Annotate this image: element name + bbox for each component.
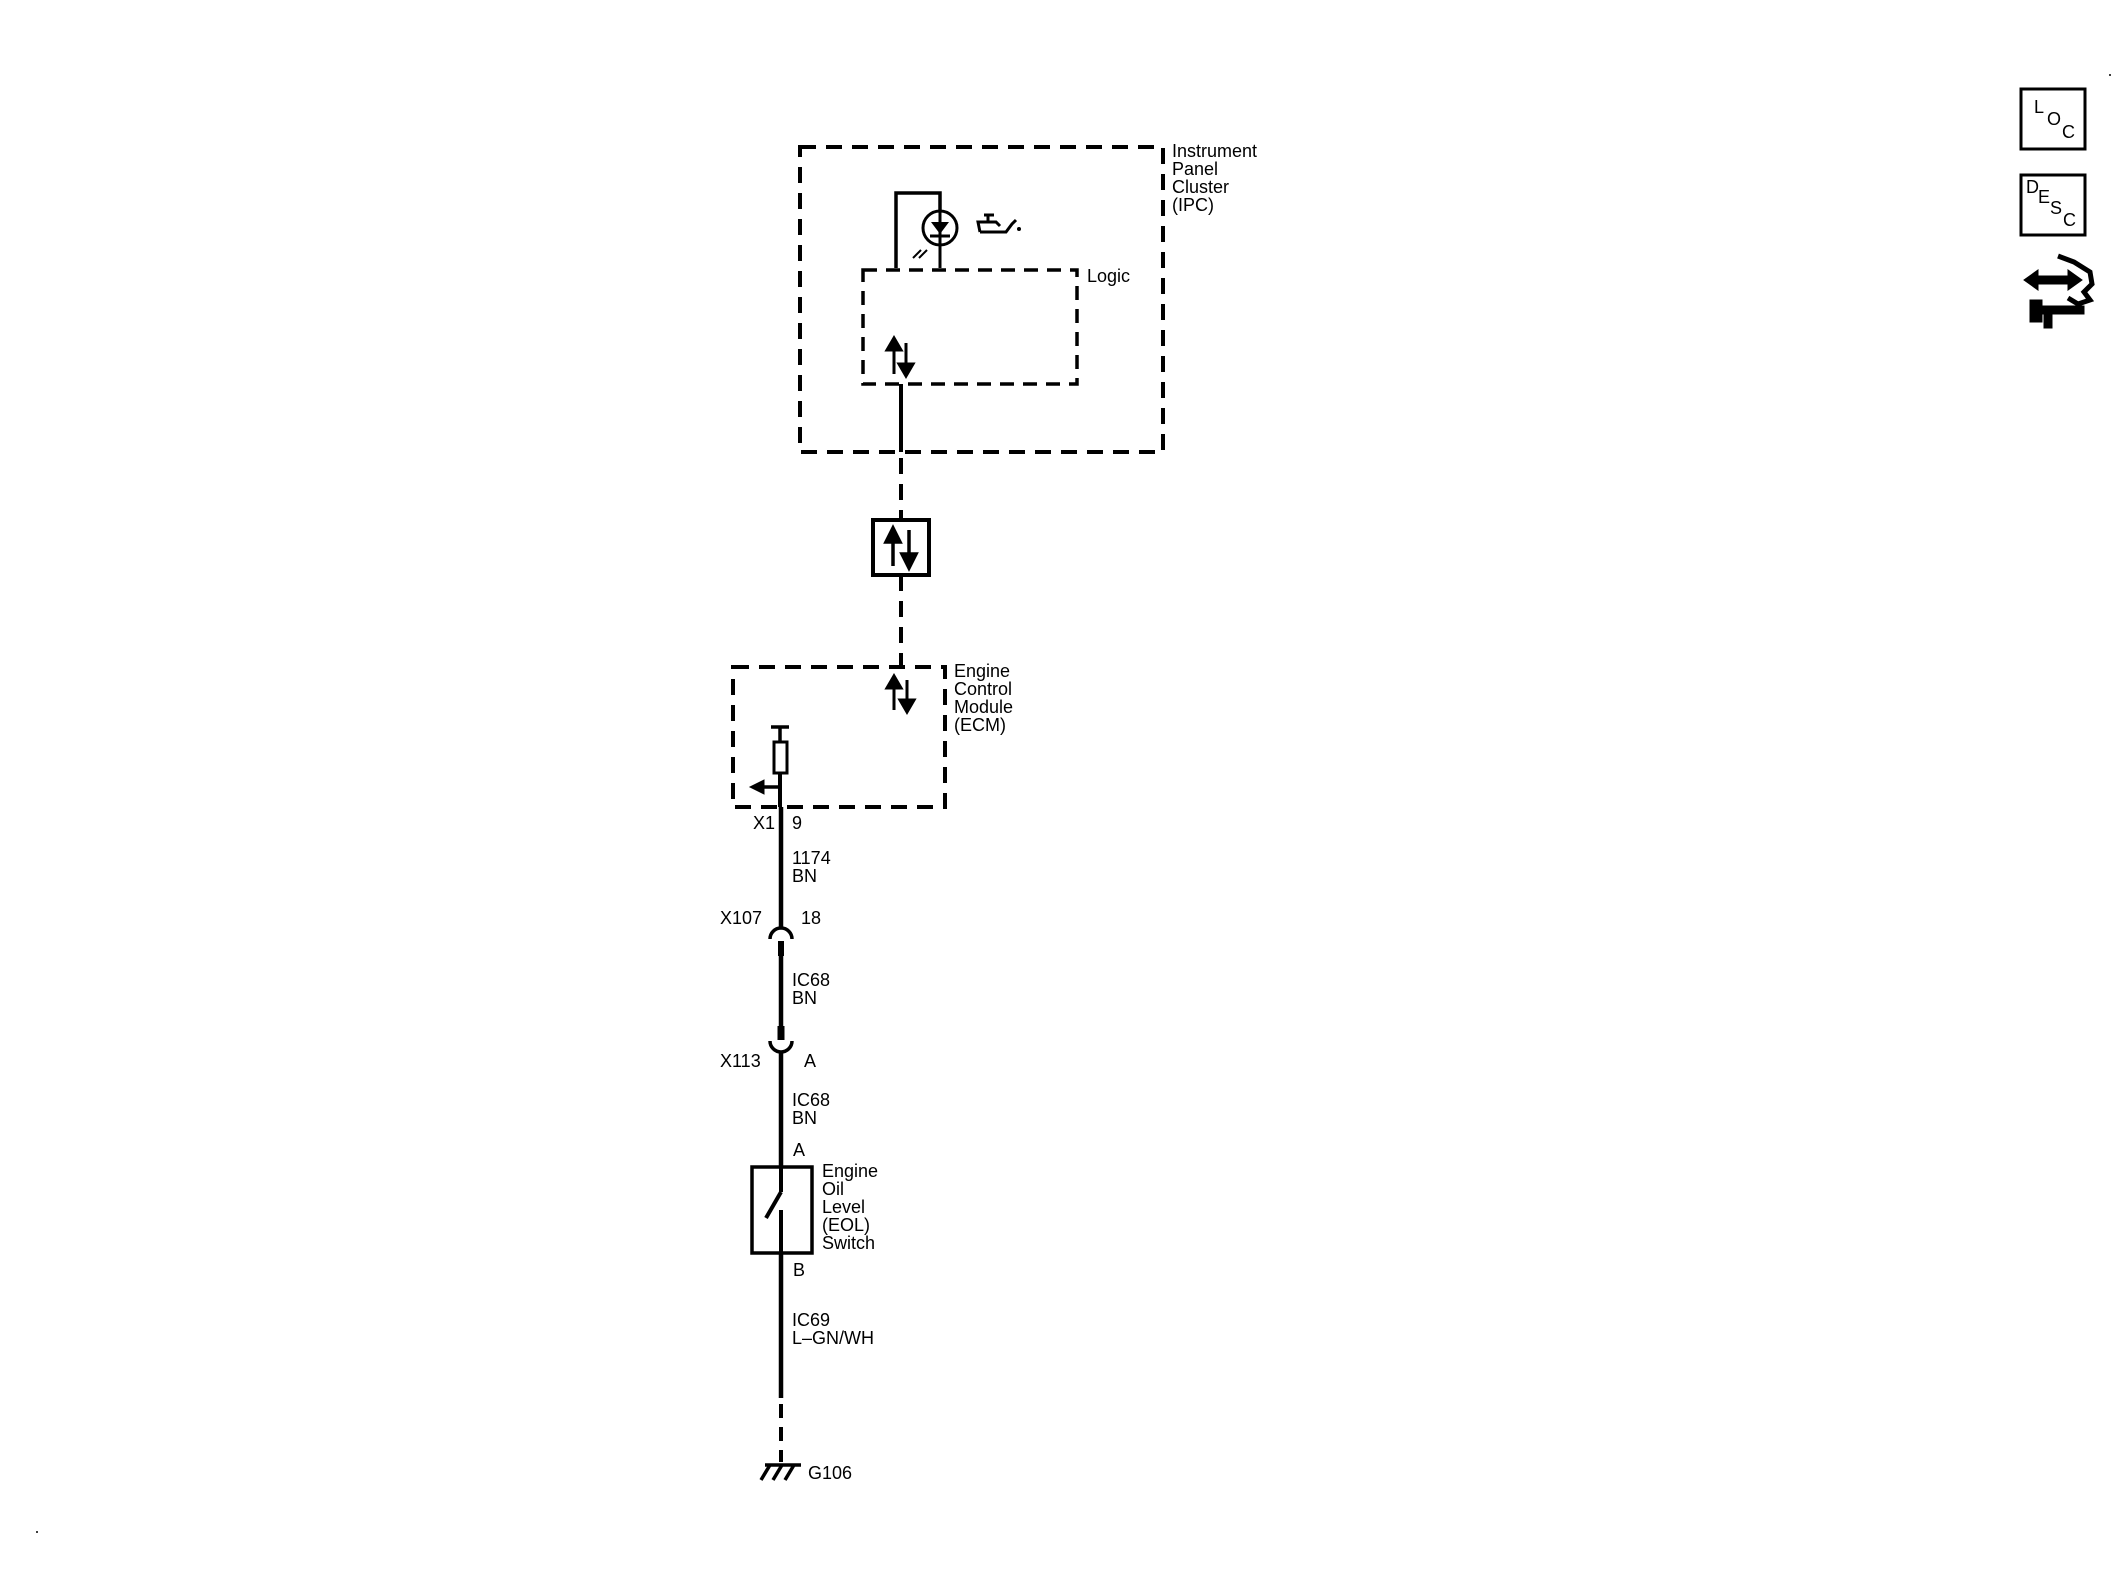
- desc-letter-3: S: [2050, 198, 2062, 218]
- ecm-pin-label: 9: [792, 813, 802, 833]
- loc-button[interactable]: L O C: [2019, 87, 2087, 151]
- desc-letter-4: C: [2063, 210, 2076, 230]
- ipc-logic-block: Logic: [861, 266, 1130, 386]
- wire-1174-color: BN: [792, 866, 817, 886]
- wire-ic68-upper: IC68 BN: [777, 956, 830, 1040]
- wire-ic69-color: L–GN/WH: [792, 1328, 874, 1348]
- scan-speck: [36, 1531, 38, 1533]
- eol-label-line-2: Oil: [822, 1179, 844, 1199]
- wire-ic68-lower-color: BN: [792, 1108, 817, 1128]
- eol-label-line-4: (EOL): [822, 1215, 870, 1235]
- loc-letter-1: L: [2034, 97, 2044, 117]
- desc-button[interactable]: D E S C: [2019, 173, 2087, 237]
- x107-pin-label: 18: [801, 908, 821, 928]
- ground-icon: [759, 1463, 801, 1481]
- eol-switch: A Engine Oil Level (EOL) Switch B: [750, 1140, 878, 1280]
- wire-ic68-lower-number: IC68: [792, 1090, 830, 1110]
- ipc-module: Instrument Panel Cluster (IPC) Logic: [798, 141, 1257, 454]
- ecm-signal-input-arrow-icon: [748, 779, 780, 795]
- connector-repair-icon[interactable]: [2023, 253, 2095, 329]
- x107-connector-label: X107: [720, 908, 762, 928]
- eol-label-line-5: Switch: [822, 1233, 875, 1253]
- logic-data-arrows-icon: [884, 335, 916, 379]
- desc-letter-1: D: [2026, 177, 2039, 197]
- serial-data-arrows-icon: [883, 524, 919, 572]
- x113-pin-label: A: [804, 1051, 816, 1071]
- eol-label-line-3: Level: [822, 1197, 865, 1217]
- ecm-connector-label: X1: [753, 813, 775, 833]
- wire-ic68-lower: IC68 BN: [778, 1052, 830, 1167]
- wire-ic68-upper-color: BN: [792, 988, 817, 1008]
- wire-ic68-upper-number: IC68: [792, 970, 830, 990]
- oil-level-indicator-icon: [894, 191, 1021, 268]
- ground-label: G106: [808, 1463, 852, 1483]
- ecm-label-line-3: Module: [954, 697, 1013, 717]
- wire-1174-number: 1174: [792, 848, 831, 868]
- ground-g106: G106: [759, 1463, 852, 1483]
- loc-letter-2: O: [2047, 109, 2061, 129]
- x113-connector-label: X113: [720, 1051, 761, 1071]
- ecm-data-arrows-icon: [884, 673, 917, 715]
- eol-label-line-1: Engine: [822, 1161, 878, 1181]
- loc-letter-3: C: [2062, 122, 2075, 142]
- ecm-module: Engine Control Module (ECM) X1 9: [731, 661, 1013, 833]
- ecm-label-line-2: Control: [954, 679, 1012, 699]
- scan-speck: [2109, 74, 2111, 76]
- ipc-label-line-2: Panel: [1172, 159, 1218, 179]
- ipc-label-line-3: Cluster: [1172, 177, 1229, 197]
- eol-pin-a-label: A: [793, 1140, 805, 1160]
- ipc-label-line-4: (IPC): [1172, 195, 1214, 215]
- serial-data-link: [871, 458, 931, 668]
- ecm-pullup-resistor-icon: [771, 725, 789, 807]
- wire-ic69-number: IC69: [792, 1310, 830, 1330]
- desc-letter-2: E: [2038, 187, 2050, 207]
- ipc-label-line-1: Instrument: [1172, 141, 1257, 161]
- ecm-label-line-1: Engine: [954, 661, 1010, 681]
- wire-ic69: IC69 L–GN/WH: [778, 1253, 874, 1462]
- inline-connector-x113: X113 A: [720, 1040, 816, 1071]
- logic-label: Logic: [1087, 266, 1130, 286]
- eol-switch-contact-icon: [764, 1167, 783, 1253]
- wire-1174: 1174 BN: [778, 807, 831, 927]
- inline-connector-x107: X107 18: [720, 908, 821, 956]
- eol-pin-b-label: B: [793, 1260, 805, 1280]
- ecm-label-line-4: (ECM): [954, 715, 1006, 735]
